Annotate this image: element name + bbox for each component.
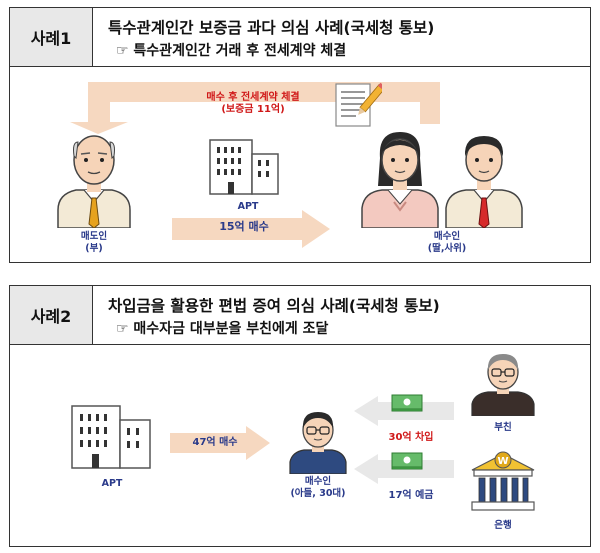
buyer-label: 매수인 (딸,사위) <box>412 231 482 255</box>
case1-purchase-arrow-label: 15억 매수 <box>219 220 269 233</box>
bank-label: 은행 <box>494 520 512 531</box>
deposit-label: 17억 예금 <box>388 490 434 501</box>
seller-label-line2: (부) <box>85 243 103 254</box>
case2-purchase-arrow <box>170 426 270 460</box>
svg-text:W: W <box>497 456 508 467</box>
buyer-label-line2: (딸,사위) <box>427 243 467 254</box>
case2-apt-label: APT <box>101 478 123 489</box>
case1-top-arrow-line2: (보증금 11억) <box>221 104 285 115</box>
case2-tag: 사례2 <box>10 286 93 344</box>
buyer-son-in-law-figure <box>445 136 523 228</box>
seller-label: 매도인 (부) <box>64 231 124 255</box>
loan-label: 30억 차입 <box>388 432 434 443</box>
case1-tag: 사례1 <box>10 8 93 66</box>
case1-title: 특수관계인간 보증금 과다 의심 사례(국세청 통보) <box>108 19 435 37</box>
case1-purchase-arrow <box>172 210 330 248</box>
case2-subtitle: ☞ 매수자금 대부분을 부친에게 조달 <box>116 321 329 337</box>
case1-apt-label: APT <box>237 201 259 212</box>
seller-father-figure <box>57 135 131 228</box>
case2-purchase-arrow-label: 47억 매수 <box>192 437 238 448</box>
father-figure <box>471 354 535 416</box>
seller-label-line1: 매도인 <box>80 231 108 242</box>
bank-icon: W <box>471 451 535 511</box>
case1-header: 사례1 특수관계인간 보증금 과다 의심 사례(국세청 통보) ☞ 특수관계인간… <box>10 8 590 67</box>
case2-panel: 사례2 차입금을 활용한 편법 증여 의심 사례(국세청 통보) ☞ 매수자금 … <box>9 285 591 547</box>
case2-title: 차입금을 활용한 편법 증여 의심 사례(국세청 통보) <box>108 297 440 315</box>
case2-buyer-label-line2: (아들, 30대) <box>290 488 346 499</box>
deposit-money-icon <box>391 452 423 470</box>
case2-buyer-label: 매수인 (아들, 30대) <box>280 476 356 500</box>
case1-panel: 사례1 특수관계인간 보증금 과다 의심 사례(국세청 통보) ☞ 특수관계인간… <box>9 7 591 263</box>
case1-top-arrow-line1: 매수 후 전세계약 체결 <box>206 92 300 103</box>
case1-top-arrow-label: 매수 후 전세계약 체결 (보증금 11억) <box>178 92 328 116</box>
apt-building-icon <box>209 139 279 195</box>
case1-subtitle: ☞ 특수관계인간 거래 후 전세계약 체결 <box>116 43 347 59</box>
contract-document-icon <box>335 82 382 127</box>
father-label: 부친 <box>494 422 512 433</box>
loan-money-icon <box>391 394 423 412</box>
buyer-daughter-figure <box>361 132 439 228</box>
case2-apt-building-icon <box>71 405 151 469</box>
case2-buyer-label-line1: 매수인 <box>304 476 332 487</box>
buyer-label-line1: 매수인 <box>433 231 461 242</box>
case2-header: 사례2 차입금을 활용한 편법 증여 의심 사례(국세청 통보) ☞ 매수자금 … <box>10 286 590 345</box>
buyer-son-figure <box>289 412 347 474</box>
